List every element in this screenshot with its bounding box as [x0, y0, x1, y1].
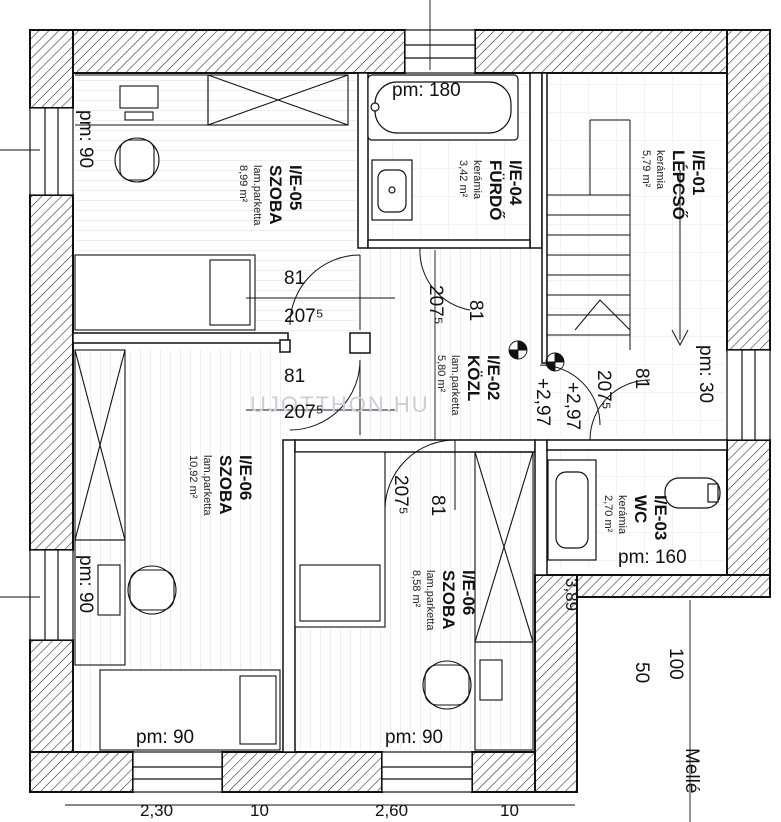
door-height-label: 207⁵ [284, 402, 324, 423]
room-code: I/E-03 [651, 495, 670, 540]
watermark-text: UJOTTHON.HU [250, 392, 430, 417]
floor-level-label: +2,97 [532, 378, 553, 426]
room-label-06-left: I/E-06 SZOBA lam.parketta 10,92 m² [187, 455, 255, 516]
room-floor: kerámia [654, 150, 666, 190]
bottom-dimension: 2,60 [375, 801, 408, 820]
door-width-label: 81 [631, 368, 652, 389]
door-height-label: 207⁵ [390, 475, 411, 515]
door-width-label: 81 [427, 495, 448, 516]
wc-window-label: pm: 160 [618, 547, 687, 568]
room-code: I/E-01 [689, 150, 708, 195]
room-code: I/E-05 [286, 165, 305, 210]
room-area: 5,79 m² [640, 150, 652, 188]
doors [289, 247, 651, 511]
offset-dimension-label: 50 [631, 662, 652, 683]
room-code: I/E-02 [484, 355, 503, 400]
wall-dimension-label: 3,89 [562, 578, 581, 611]
door-width-label: 81 [465, 300, 486, 321]
room-area: 8,58 m² [410, 570, 422, 608]
room-floor: lam.parketta [201, 455, 213, 516]
interior-walls [72, 72, 728, 753]
door-height-label: 207⁵ [593, 370, 614, 410]
room-area: 10,92 m² [187, 455, 199, 499]
dimension-lines [0, 0, 691, 822]
door-width-label: 81 [284, 366, 305, 387]
room-floor: lam.parketta [424, 570, 436, 631]
door-width-label: 81 [284, 268, 305, 289]
floor-level-label: +2,97 [562, 382, 583, 430]
stair-window-label: pm: 30 [695, 345, 716, 403]
room-label-03: I/E-03 WC kerámia 2,70 m² [602, 495, 670, 540]
bottom-dimension: 10 [250, 801, 269, 820]
room-name: WC [631, 495, 650, 523]
adjacent-label: Mellé [681, 748, 702, 793]
room-label-05: I/E-05 SZOBA lam.parketta 8,99 m² [237, 165, 305, 226]
window-label-bottom-right: pm: 90 [385, 727, 443, 748]
windows [29, 29, 771, 793]
bathroom-fixtures [367, 74, 519, 221]
floor-fills [75, 75, 725, 750]
room-area: 2,70 m² [602, 495, 614, 533]
room-code: I/E-04 [506, 160, 525, 206]
room-area: 8,99 m² [237, 165, 249, 203]
room-label-01: I/E-01 LÉPCSŐ kerámia 5,79 m² [640, 150, 708, 220]
room-code: I/E-06 [459, 570, 478, 615]
room-floor: lam.parketta [449, 355, 461, 416]
room-name: LÉPCSŐ [669, 150, 688, 220]
room-name: SZOBA [439, 570, 458, 630]
room-name: SZOBA [216, 455, 235, 515]
room-name: FÜRDŐ [486, 160, 505, 220]
level-marker-fills [509, 341, 564, 371]
room-name: KÖZL [464, 355, 483, 401]
bottom-dimension: 2,30 [140, 801, 173, 820]
door-height-label: 207⁵ [425, 285, 446, 325]
room-area: 3,42 m² [457, 160, 469, 198]
room-area: 5,80 m² [435, 355, 447, 393]
window-label-left-top: pm: 90 [75, 110, 96, 168]
staircase [547, 119, 689, 350]
room-label-02: I/E-02 KÖZL lam.parketta 5,80 m² [435, 355, 503, 416]
window-label-left-mid: pm: 90 [75, 555, 96, 613]
wc-fixtures [547, 459, 721, 561]
room-label-04: I/E-04 FÜRDŐ kerámia 3,42 m² [457, 160, 525, 220]
room-label-06-right: I/E-06 SZOBA lam.parketta 8,58 m² [410, 570, 478, 631]
room-name: SZOBA [266, 165, 285, 225]
offset-dimension-label: 100 [665, 648, 686, 680]
door-height-label: 207⁵ [284, 306, 324, 327]
window-label-bottom-left: pm: 90 [136, 727, 194, 748]
room-floor: lam.parketta [251, 165, 263, 226]
bottom-dimension: 10 [500, 801, 519, 820]
bath-window-label: pm: 180 [392, 80, 461, 101]
room-floor: kerámia [471, 160, 483, 200]
room-code: I/E-06 [236, 455, 255, 500]
furniture [74, 74, 534, 751]
room-floor: kerámia [616, 495, 628, 535]
